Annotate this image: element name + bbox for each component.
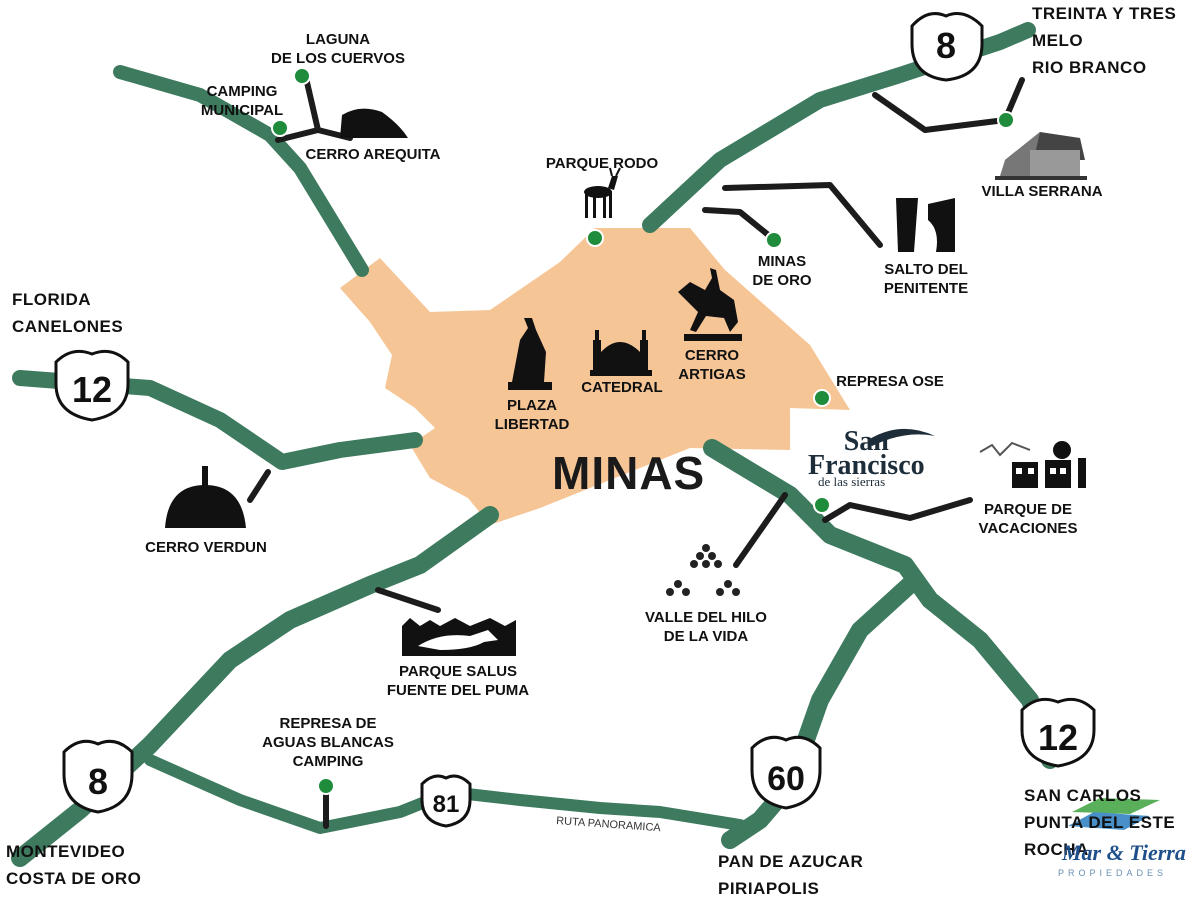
access-roads <box>247 75 1025 829</box>
plaza-libertad-statue-icon <box>508 318 552 390</box>
san-francisco-logo-swoosh <box>868 428 935 446</box>
label-catedral: CATEDRAL <box>581 379 663 396</box>
poi-dot-aguas-blancas <box>317 777 335 795</box>
poi-dots <box>271 67 1015 795</box>
puma-icon <box>402 618 516 656</box>
ruta-panoramica-label: RUTA PANORAMICA <box>556 815 662 834</box>
waterfall-icon <box>896 198 955 252</box>
cabin-icon <box>995 132 1087 180</box>
route-shield-60: 60 <box>750 735 822 810</box>
poi-dot-villa-serrana <box>997 111 1015 129</box>
label-villa-serrana: VILLA SERRANA <box>981 183 1103 200</box>
cerro-arequita-icon <box>340 108 408 138</box>
route-12-east-number: 12 <box>1038 717 1078 758</box>
road-route8-north <box>642 22 1036 233</box>
label-cerro-arequita: CERRO AREQUITA <box>305 146 441 163</box>
route-8-south-number: 8 <box>88 761 108 802</box>
label-represa-ose: REPRESA OSE <box>836 373 944 390</box>
route-shield-8-north: 8 <box>910 12 984 82</box>
poi-dot-minas-de-oro <box>765 231 783 249</box>
city-name: MINAS <box>552 447 706 499</box>
route-shield-8-south: 8 <box>62 739 134 814</box>
poi-dot-laguna <box>293 67 311 85</box>
route-shield-12-east: 12 <box>1020 697 1096 768</box>
main-roads <box>11 22 1059 867</box>
poi-dot-camping-municipal <box>271 119 289 137</box>
label-cerro-verdun: CERRO VERDUN <box>145 539 267 556</box>
brand-logo-icon <box>1068 798 1160 830</box>
route-81-number: 81 <box>433 791 460 818</box>
san-francisco-logo-subtitle: de las sierras <box>818 474 886 489</box>
pyramids-icon <box>666 544 740 596</box>
deer-icon <box>584 167 621 218</box>
vacation-park-icon <box>979 441 1086 488</box>
route-60-number: 60 <box>767 760 805 798</box>
cerro-verdun-icon <box>165 466 246 528</box>
brand-tagline: PROPIEDADES <box>1058 868 1168 878</box>
san-francisco-logo-title: San Francisco <box>808 426 925 481</box>
route-shield-12-west: 12 <box>54 349 130 422</box>
route-shield-81: 81 <box>420 774 472 828</box>
cerro-artigas-statue-icon <box>678 268 742 341</box>
road-arequita <box>113 65 369 277</box>
poi-dot-parque-rodo <box>586 229 604 247</box>
route-12-west-number: 12 <box>72 369 112 410</box>
label-parque-rodo: PARQUE RODO <box>545 155 659 172</box>
poi-dot-represa-ose <box>813 389 831 407</box>
route-8-north-number: 8 <box>936 25 956 66</box>
catedral-icon <box>590 330 652 376</box>
brand-name: Mar & Tierra <box>1062 840 1186 865</box>
poi-dot-san-francisco <box>813 496 831 514</box>
